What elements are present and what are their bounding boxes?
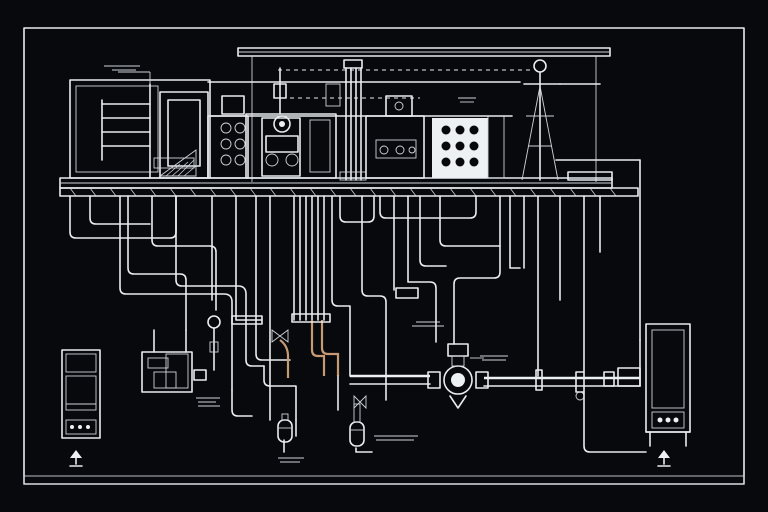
main-platform [59, 171, 639, 197]
upper-connectors [207, 81, 641, 341]
roof-beam [237, 47, 611, 182]
motor-box [365, 95, 425, 179]
vertical-pipe-bundle [325, 59, 367, 181]
left-enclosure [69, 71, 211, 179]
manifold-blocks [231, 287, 419, 325]
filter-grid-panel [432, 115, 505, 179]
piping-network [69, 195, 601, 391]
control-box [141, 329, 207, 393]
valve-icon [271, 329, 367, 410]
gear-panel [207, 95, 249, 179]
up-arrow-icon [657, 450, 671, 467]
main-header-pipe [349, 367, 641, 401]
gauge-icon [207, 315, 221, 371]
cabinet-unit-icon [645, 323, 691, 447]
copper-pipe-run [279, 320, 340, 378]
antenna-tower [521, 59, 561, 181]
cylinder-tank-icon [349, 403, 365, 447]
lower-piping [231, 339, 647, 453]
cylinder-tank-icon [277, 413, 293, 443]
label-marks [104, 65, 508, 463]
platform-hatching [69, 187, 617, 197]
central-machine [245, 67, 337, 179]
door-unit [153, 91, 209, 179]
cabinet-unit-icon [61, 349, 101, 439]
up-arrow-icon [69, 450, 83, 467]
dashed-guide-lines [278, 69, 530, 99]
pump-icon [427, 343, 489, 409]
drawing-frame [23, 27, 745, 485]
